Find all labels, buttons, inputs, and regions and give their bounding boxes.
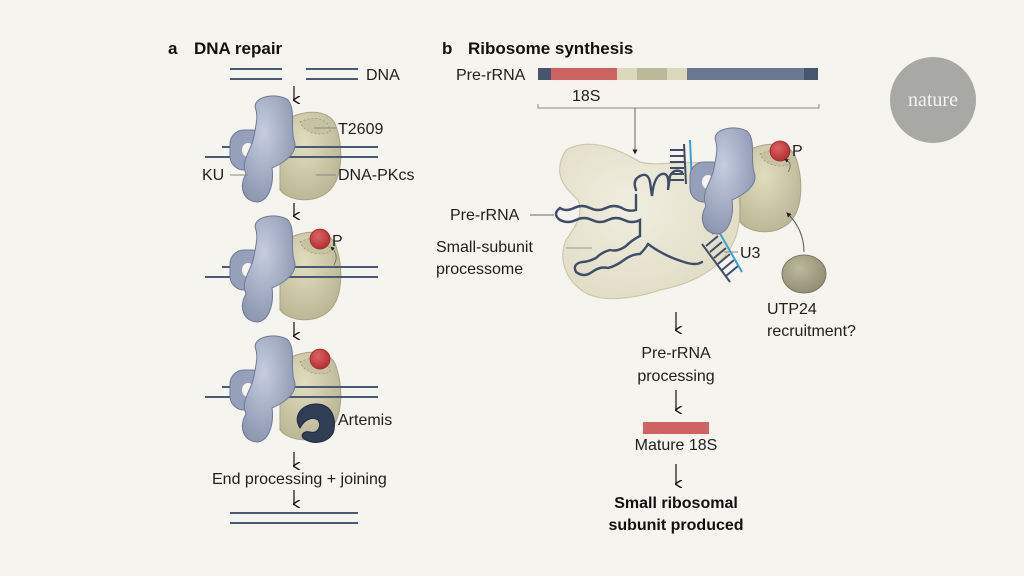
pre-rrna-segment-5ets (538, 68, 551, 80)
ssu-label-line2: processome (436, 261, 523, 278)
panel-b-letter: b (442, 39, 452, 58)
utp24-label-line2: recruitment? (767, 323, 856, 340)
dna-pk-artemis-complex (205, 335, 378, 443)
ku-label: KU (202, 167, 224, 184)
utp24-protein (781, 254, 827, 294)
pre-rrna-segment-58s (637, 68, 667, 80)
nature-logo (890, 57, 976, 143)
pre-rrna-segment-its1a (617, 68, 637, 80)
mature-18s-bar (643, 422, 709, 434)
pre-rrna-strand (554, 169, 704, 277)
recruitment-arrow-icon (786, 212, 805, 253)
pre-rrna-bar (538, 68, 818, 80)
artemis-label: Artemis (338, 412, 392, 429)
t2609-label: T2609 (338, 121, 383, 138)
broken-dna (230, 68, 358, 80)
panel-a-title: DNA repair (194, 39, 283, 58)
dna-label: DNA (366, 67, 400, 84)
panel-a-letter: a (168, 39, 178, 58)
phospho-label-a: P (332, 233, 343, 250)
dna-pkcs-label: DNA-PKcs (338, 167, 414, 184)
18s-label: 18S (572, 88, 600, 105)
processing-label-line1: Pre-rRNA (641, 345, 711, 362)
utp24-label-line1: UTP24 (767, 301, 817, 318)
result-label-line1: Small ribosomal (614, 495, 738, 512)
processing-label-line2: processing (637, 368, 714, 385)
mature-18s-label: Mature 18S (635, 437, 718, 454)
panel-b-title: Ribosome synthesis (468, 39, 633, 58)
ssu-label-line1: Small-subunit (436, 239, 533, 256)
nature-logo-text: nature (908, 89, 958, 111)
end-processing-label: End processing + joining (212, 471, 387, 488)
u3-label: U3 (740, 245, 761, 262)
pre-rrna-label: Pre-rRNA (450, 207, 520, 224)
pre-rrna-segment-25s (687, 68, 804, 80)
phospho-label-b: P (792, 143, 803, 160)
dna-pk-complex-2 (205, 215, 378, 323)
dna-pk-complex-1 (205, 95, 378, 203)
dna-pk-complex-b (689, 127, 802, 235)
pre-rrna-segment-3ets (804, 68, 818, 80)
pre-rrna-segment-18s (551, 68, 617, 80)
result-label-line2: subunit produced (608, 517, 743, 534)
repaired-dna (230, 512, 358, 524)
pre-rrna-segment-its2 (667, 68, 687, 80)
bracket (537, 104, 820, 109)
pre-rrna-bar-label: Pre-rRNA (456, 67, 526, 84)
